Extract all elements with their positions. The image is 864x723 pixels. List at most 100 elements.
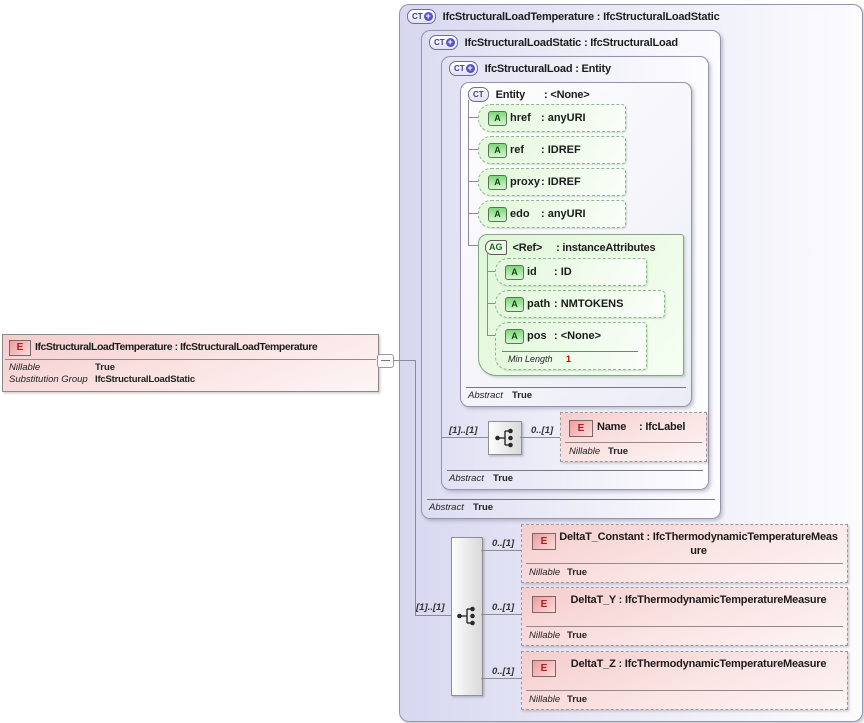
minlength-value: 1: [566, 354, 572, 364]
connector-line: [481, 678, 521, 679]
connector-line: [487, 303, 495, 304]
element-icon: E: [532, 596, 556, 613]
plus-icon[interactable]: +: [445, 37, 455, 47]
complextype-title-row: CT Entity : <None>: [468, 87, 590, 102]
element-title: DeltaT_Constant : IfcThermodynamicTemper…: [559, 531, 838, 557]
cardinality-label: 0..[1]: [492, 538, 515, 549]
attribute-icon: A: [505, 265, 524, 280]
attribute-type: : IDREF: [541, 176, 581, 188]
cardinality-label: [1]..[1]: [449, 425, 478, 436]
nillable-value: True: [567, 630, 588, 641]
plus-icon[interactable]: +: [423, 11, 433, 21]
connector-line: [441, 437, 488, 438]
complextype-icon[interactable]: CT+: [429, 35, 458, 50]
attribute-type: : NMTOKENS: [554, 298, 624, 310]
element-icon: E: [532, 660, 556, 677]
connector-line: [487, 335, 495, 336]
nillable-value: True: [567, 694, 588, 705]
element-deltat-z[interactable]: E DeltaT_Z : IfcThermodynamicTemperature…: [521, 651, 848, 710]
attribute-path[interactable]: A path : NMTOKENS: [495, 290, 665, 318]
attribute-icon: A: [488, 143, 507, 158]
element-icon: E: [532, 533, 556, 550]
minlength-label: Min Length: [508, 354, 553, 364]
element-type-text: : IfcLabel: [639, 421, 686, 433]
connector-line: [393, 360, 416, 361]
attribute-id[interactable]: A id : ID: [495, 258, 647, 286]
attribute-name: pos: [527, 330, 547, 342]
nillable-label: Nillable: [9, 362, 41, 373]
attribute-group-name: <Ref>: [512, 241, 543, 254]
all-model-group[interactable]: [488, 421, 522, 455]
nillable-value: True: [608, 446, 629, 457]
nillable-label: Nillable: [529, 630, 561, 641]
complextype-title-row: CT+ IfcStructuralLoad : Entity: [449, 61, 611, 76]
abstract-label: Abstract: [449, 473, 484, 484]
facet-separator: [526, 563, 843, 564]
nillable-value: True: [95, 362, 116, 373]
attribute-pos[interactable]: A pos : <None> Min Length 1: [495, 322, 647, 370]
abstract-footer: Abstract True: [466, 387, 686, 403]
facet-separator: [502, 351, 638, 352]
all-model-group-icon: [495, 428, 513, 448]
connector-line: [487, 271, 495, 272]
complextype-title-row: CT+ IfcStructuralLoadTemperature : IfcSt…: [407, 9, 720, 24]
nillable-label: Nillable: [529, 694, 561, 705]
attribute-ref[interactable]: A ref : IDREF: [478, 136, 626, 164]
connector-line: [520, 437, 560, 438]
attribute-type: : ID: [554, 266, 572, 278]
element-deltat-y[interactable]: E DeltaT_Y : IfcThermodynamicTemperature…: [521, 587, 848, 646]
attribute-icon: A: [488, 111, 507, 126]
attribute-icon: A: [488, 207, 507, 222]
attribute-name: id: [527, 266, 537, 278]
attribute-icon: A: [505, 329, 524, 344]
cardinality-label: 0..[1]: [492, 666, 515, 677]
nillable-value: True: [567, 567, 588, 578]
connector-line: [468, 181, 478, 182]
connector-line: [468, 213, 478, 214]
connector-line: [468, 117, 478, 118]
abstract-footer: Abstract True: [447, 470, 703, 486]
nillable-label: Nillable: [569, 446, 601, 457]
attribute-name: path: [527, 298, 551, 310]
attribute-name: ref: [510, 144, 525, 156]
complextype-icon[interactable]: CT+: [449, 61, 478, 76]
all-model-group[interactable]: [451, 537, 483, 696]
ct-icon-label: CT: [412, 12, 423, 21]
expand-handle[interactable]: [377, 354, 394, 368]
complextype-title-row: CT+ IfcStructuralLoadStatic : IfcStructu…: [429, 35, 678, 50]
connector-line: [487, 252, 488, 336]
connector-line: [415, 360, 416, 616]
connector-line: [468, 245, 478, 246]
attribute-name: href: [510, 112, 531, 124]
element-name[interactable]: E Name : IfcLabel Nillable True: [560, 412, 707, 462]
element-title: DeltaT_Z : IfcThermodynamicTemperatureMe…: [570, 658, 827, 670]
abstract-value: True: [512, 390, 533, 401]
plus-icon[interactable]: +: [465, 63, 475, 73]
cardinality-label: 0..[1]: [531, 425, 554, 436]
attribute-type: : anyURI: [541, 208, 586, 220]
complextype-icon[interactable]: CT+: [407, 9, 436, 24]
attribute-type: : <None>: [554, 330, 602, 342]
facet-separator: [526, 626, 843, 627]
entity-name: Entity: [495, 88, 526, 101]
attribute-name: edo: [510, 208, 530, 220]
abstract-footer: Abstract True: [427, 499, 715, 515]
element-title: DeltaT_Y : IfcThermodynamicTemperatureMe…: [570, 594, 827, 606]
element-icon: E: [569, 420, 593, 437]
attribute-icon: A: [505, 297, 524, 312]
attribute-proxy[interactable]: A proxy : IDREF: [478, 168, 626, 196]
attribute-href[interactable]: A href : anyURI: [478, 104, 626, 132]
facet-separator: [565, 442, 702, 443]
element-deltat-constant[interactable]: E DeltaT_Constant : IfcThermodynamicTemp…: [521, 524, 848, 583]
attribute-edo[interactable]: A edo : anyURI: [478, 200, 626, 228]
attribute-type: : anyURI: [541, 112, 586, 124]
element-name-text: Name: [597, 421, 627, 433]
complextype-icon[interactable]: CT: [468, 87, 489, 102]
connector-line: [468, 100, 469, 246]
element-ifcstructuralloadtemperature[interactable]: E IfcStructuralLoadTemperature : IfcStru…: [2, 334, 379, 392]
abstract-label: Abstract: [429, 502, 464, 513]
attribute-name: proxy: [510, 176, 540, 188]
abstract-value: True: [493, 473, 514, 484]
connector-line: [481, 614, 521, 615]
